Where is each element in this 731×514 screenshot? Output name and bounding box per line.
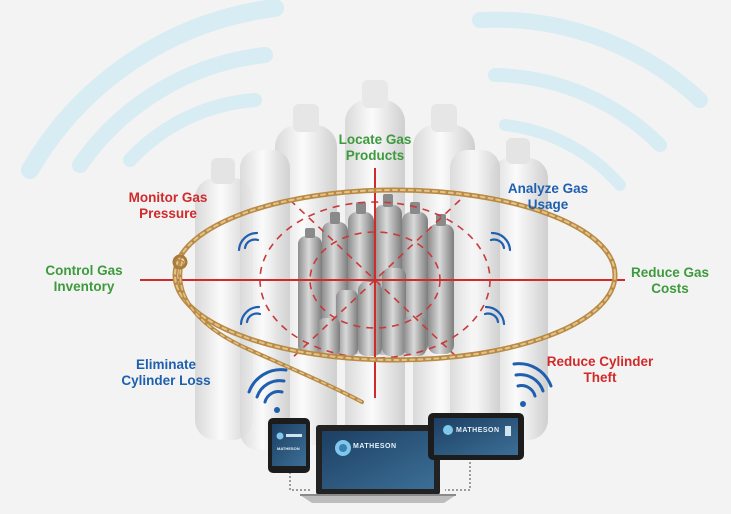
tablet-icon (428, 413, 524, 460)
phone-brand-label: MATHESON (277, 446, 300, 451)
background-signal-arcs (21, 0, 708, 191)
wifi-signal-icon (512, 362, 553, 407)
wifi-signal-icon (247, 368, 288, 413)
wifi-signals (237, 231, 553, 413)
cylinder-icon (240, 150, 290, 450)
wifi-signal-icon (237, 231, 260, 252)
laptop-icon (300, 425, 456, 503)
cylinder-icon (450, 150, 500, 450)
wifi-signal-icon (483, 305, 506, 326)
cylinder-icon (298, 228, 322, 354)
cylinder-icon (490, 138, 548, 440)
lasso-rope (172, 187, 618, 404)
cylinder-icon (195, 158, 253, 440)
cylinder-icon (428, 214, 454, 354)
device-connectors (289, 458, 471, 491)
small-cylinders (298, 194, 454, 356)
laptop-brand-label: MATHESON (353, 443, 397, 450)
wifi-signal-icon (239, 305, 262, 326)
cylinder-icon (318, 318, 340, 356)
tablet-brand-label: MATHESON (456, 427, 500, 434)
smartphone-icon (268, 418, 310, 473)
cylinder-icon (404, 316, 426, 356)
cylinder-icon (382, 268, 406, 356)
wifi-signal-icon (489, 231, 512, 252)
